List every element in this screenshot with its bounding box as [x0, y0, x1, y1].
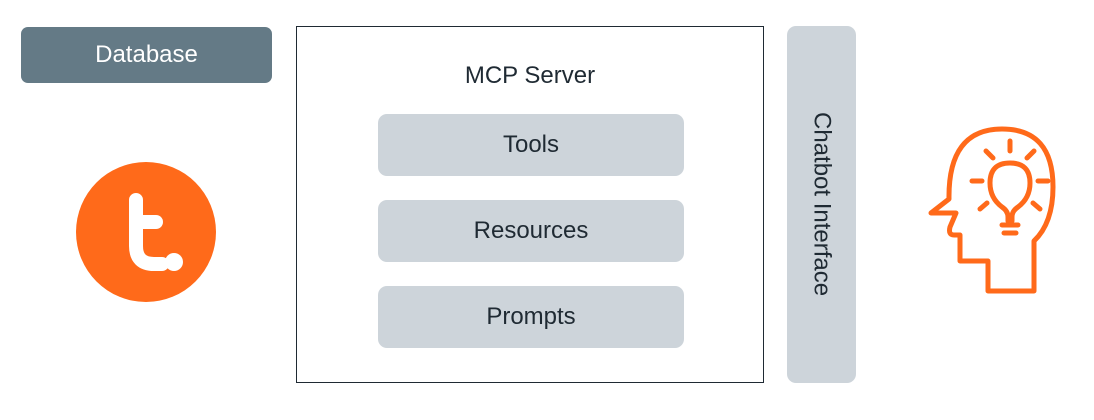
tools-label: Tools — [502, 131, 560, 158]
database-label: Database — [95, 41, 198, 68]
tools-box: Tools — [378, 114, 684, 176]
resources-box: Resources — [378, 200, 684, 262]
database-label-box: Database — [21, 27, 272, 83]
head-lightbulb-icon — [928, 126, 1056, 294]
mcp-server-title: MCP Server — [464, 62, 596, 89]
prompts-box: Prompts — [378, 286, 684, 348]
chatbot-interface-bar — [787, 26, 856, 383]
resources-label: Resources — [473, 217, 589, 244]
brand-logo-icon — [76, 162, 216, 302]
chatbot-interface-label: Chatbot Interface — [808, 112, 836, 297]
prompts-label: Prompts — [486, 303, 576, 330]
